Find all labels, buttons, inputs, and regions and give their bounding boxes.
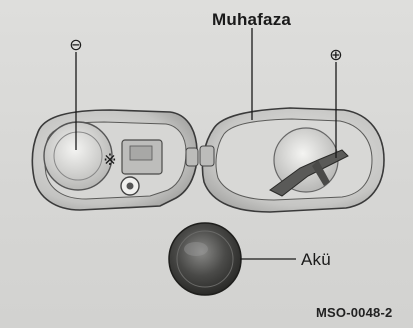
right-housing-half [200,108,384,212]
negative-terminal-icon: ⊖ [69,35,82,54]
positive-terminal-icon: ⊕ [329,45,342,64]
battery-coin-cell [169,223,241,295]
housing-label: Muhafaza [212,10,291,30]
battery-label: Akü [301,250,331,270]
contact-mark-icon: ※ [103,150,116,169]
figure-code: MSO-0048-2 [316,305,392,320]
